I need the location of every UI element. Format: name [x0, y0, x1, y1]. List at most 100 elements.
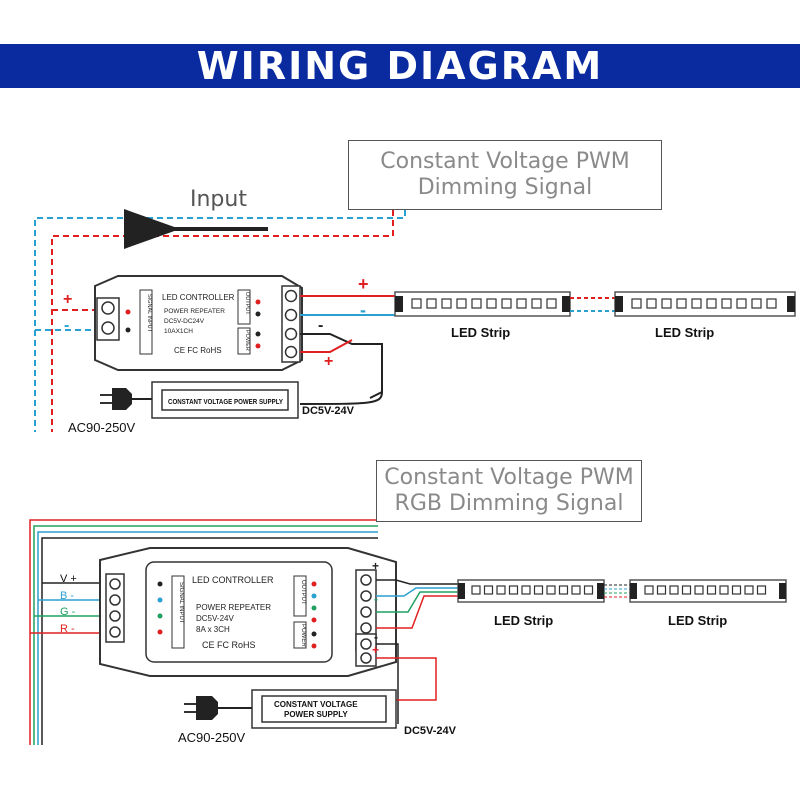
led-chip	[669, 585, 679, 595]
controller-input-label: SIGNAL INPUT	[146, 294, 152, 333]
led-chip	[646, 298, 657, 309]
controller2-title: LED CONTROLLER	[192, 575, 274, 585]
diagram-rgb: V + B - G - R - LED CONTROLLER POW	[29, 519, 787, 745]
led-chip	[486, 298, 497, 309]
diagram-single-channel: LED CONTROLLER POWER REPEATER DC5V-DC24V…	[34, 200, 796, 435]
input-r-minus: R -	[60, 623, 75, 635]
led-chip	[483, 585, 494, 595]
controller-line3: DC5V-DC24V	[164, 318, 205, 325]
led-chip	[533, 585, 544, 595]
rgb-led-strip-1-label: LED Strip	[494, 613, 553, 628]
ac-plug-icon	[100, 388, 152, 410]
input-terminal-block-2	[105, 573, 125, 643]
rgb-signal-line2: RGB Dimming Signal	[394, 491, 624, 516]
led-chip	[411, 298, 422, 309]
led-chip	[631, 298, 642, 309]
output2-plus: +	[372, 559, 379, 573]
led-strip-1	[394, 291, 571, 317]
controller-title: LED CONTROLLER	[162, 293, 235, 302]
led-chip	[751, 298, 762, 309]
controller2-line4: 8A x 3CH	[196, 625, 230, 634]
power-minus-sign: -	[318, 317, 323, 334]
power-supply-2-line2: POWER SUPPLY	[284, 710, 348, 719]
led-chip	[661, 298, 672, 309]
controller2-line2: POWER REPEATER	[196, 603, 271, 612]
led-chip	[441, 298, 452, 309]
input-label: Input	[190, 187, 247, 212]
led-chip	[676, 298, 687, 309]
controller-power-label: POWER	[244, 330, 250, 351]
signal-plus-sign: +	[63, 291, 72, 308]
controller2-line3: DC5V-24V	[196, 614, 234, 623]
led-strip-2	[614, 291, 796, 317]
led-chip	[706, 585, 717, 595]
led-chip	[744, 585, 754, 595]
led-chip	[571, 585, 581, 595]
led-chip	[501, 298, 512, 309]
led-chip	[546, 585, 556, 595]
output-terminal-block	[281, 285, 301, 363]
rgb-led-strip-2-label: LED Strip	[668, 613, 727, 628]
controller2-marks: CE FC RoHS	[202, 640, 256, 650]
rgb-led-strip-1	[457, 579, 605, 603]
signal-wire-positive	[51, 200, 394, 432]
led-chip	[471, 298, 482, 309]
pwm-signal-box: Constant Voltage PWM Dimming Signal	[348, 140, 662, 210]
led-chip	[644, 585, 654, 595]
dc-voltage-label-2: DC5V-24V	[404, 725, 457, 737]
signal-minus-sign: -	[64, 317, 69, 334]
output2-minus: -	[374, 592, 378, 606]
led-chip	[546, 298, 557, 309]
page-title: WIRING DIAGRAM	[196, 44, 604, 88]
title-banner: WIRING DIAGRAM	[0, 44, 800, 88]
ac-plug-icon-2	[184, 696, 252, 720]
led-chip	[706, 298, 717, 309]
led-chip	[583, 585, 594, 595]
led-chip	[656, 585, 667, 595]
output-minus-sign: -	[360, 300, 366, 320]
signal-wire-negative	[34, 200, 406, 432]
led-chip	[694, 585, 704, 595]
led-chip	[766, 298, 777, 309]
led-chip	[681, 585, 692, 595]
controller2-input-label: SIGNAL INPUT	[178, 582, 184, 624]
controller-output-label: OUTPUT	[244, 292, 250, 315]
pwm-signal-line1: Constant Voltage PWM	[380, 149, 630, 174]
led-chip	[521, 585, 531, 595]
input-g-minus: G -	[60, 606, 76, 618]
led-chip	[426, 298, 437, 309]
controller-line2: POWER REPEATER	[164, 308, 225, 315]
input-b-minus: B -	[60, 590, 74, 602]
led-chip	[471, 585, 481, 595]
controller-marks: CE FC RoHS	[174, 346, 222, 355]
led-chip	[736, 298, 747, 309]
output-plus-sign: +	[358, 274, 369, 294]
power2-plus: +	[372, 643, 379, 657]
led-chip	[456, 298, 467, 309]
led-chip	[721, 298, 732, 309]
controller2-output-label: OUTPUT	[300, 580, 306, 605]
input-v-plus: V +	[60, 573, 77, 585]
power-wire-positive	[300, 339, 353, 353]
pwm-signal-line2: Dimming Signal	[417, 175, 593, 200]
led-chip	[516, 298, 527, 309]
led-chip	[496, 585, 506, 595]
led-strip-2-label: LED Strip	[655, 325, 714, 340]
dc-voltage-label: DC5V-24V	[302, 405, 355, 417]
power-supply-label: CONSTANT VOLTAGE POWER SUPPLY	[168, 397, 283, 406]
led-chip	[756, 585, 767, 595]
ac-voltage-label-2: AC90-250V	[178, 730, 246, 745]
led-chip	[558, 585, 569, 595]
ac-voltage-label: AC90-250V	[68, 420, 136, 435]
controller-line4: 10AX1CH	[164, 328, 193, 335]
led-chip	[691, 298, 702, 309]
power-supply-2-line1: CONSTANT VOLTAGE	[274, 700, 358, 709]
power2-minus: -	[374, 630, 378, 644]
rgb-signal-box: Constant Voltage PWM RGB Dimming Signal	[376, 460, 642, 522]
controller2-power-label: POWER	[300, 624, 306, 647]
led-chip	[531, 298, 542, 309]
power-wire-negative	[300, 333, 383, 399]
led-chip	[508, 585, 519, 595]
rgb-led-strip-2	[629, 579, 787, 603]
